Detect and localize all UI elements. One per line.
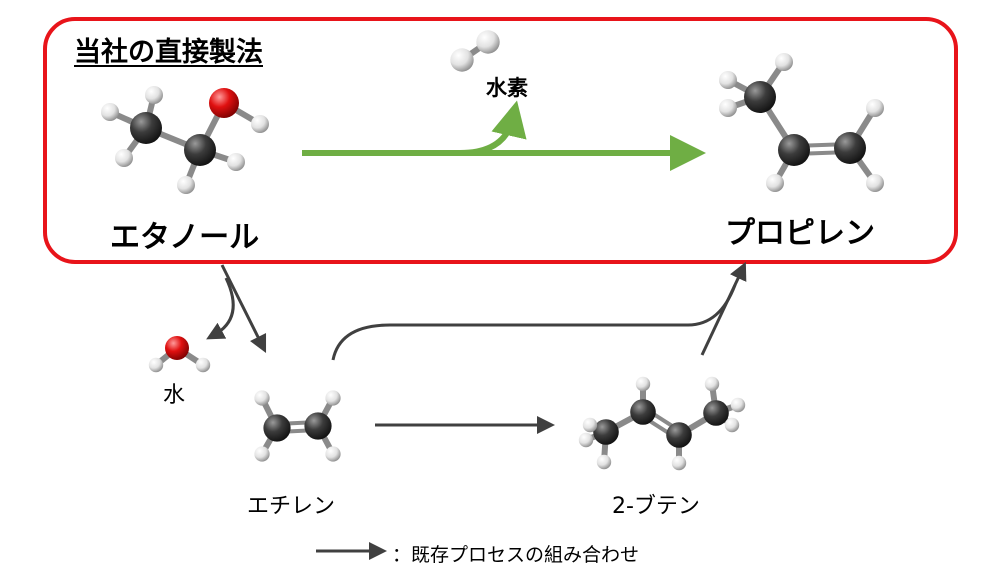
propylene-label: プロピレン [725, 216, 875, 251]
hydrogen-atom [145, 86, 163, 104]
hydrogen-atom [596, 454, 612, 470]
carbon-atom [184, 134, 216, 166]
legend-label: ：既存プロセスの組み合わせ [392, 544, 640, 566]
hydrogen-atom [227, 153, 245, 171]
arrow-to-water [206, 277, 235, 340]
carbon-atom [744, 81, 776, 113]
butene-molecule [578, 376, 746, 471]
hydrogen-atom [719, 99, 737, 117]
arrow-butene-to-propylene [700, 261, 747, 356]
ethylene-label: エチレン [247, 494, 336, 519]
direct-process-box [43, 17, 958, 264]
hydrogen-atom [766, 174, 784, 192]
hydrogen-atom [578, 432, 594, 448]
direct-process-arrow [302, 100, 706, 171]
hydrogen-atom [724, 417, 740, 433]
hydrogen-atom [254, 390, 270, 406]
hydrogen-atom [775, 53, 793, 71]
carbon-atom [593, 419, 619, 445]
ethanol-label: エタノール [110, 220, 260, 255]
hydrogen-atom [251, 115, 269, 133]
carbon-atom [263, 414, 291, 442]
hydrogen-atom [115, 149, 133, 167]
hydrogen-atom [177, 176, 195, 194]
hydrogen-atom [719, 71, 737, 89]
hydrogen-atom [325, 390, 341, 406]
arrow-ethanol-to-ethylene [220, 264, 267, 354]
water-label: 水 [163, 383, 186, 408]
ethanol-molecule [101, 86, 269, 194]
hydrogen-atom [476, 30, 500, 54]
hydrogen-molecule [450, 30, 500, 72]
carbon-atom [304, 412, 332, 440]
arrow-ethylene-to-propylene [331, 284, 737, 361]
hydrogen-atom [582, 417, 598, 433]
hydrogen-atom [866, 174, 884, 192]
carbon-atom [130, 112, 162, 144]
hydrogen-atom [730, 397, 746, 413]
carbon-atom [666, 422, 692, 448]
hydrogen-atom [450, 48, 474, 72]
hydrogen-atom [704, 376, 720, 392]
water-molecule [148, 336, 211, 373]
carbon-atom [630, 399, 656, 425]
oxygen-atom [165, 336, 189, 360]
butene-label: 2-ブテン [612, 494, 700, 519]
hydrogen-atom [254, 446, 270, 462]
ethylene-molecule [254, 390, 341, 462]
hydrogen-atom [671, 455, 687, 471]
propylene-molecule [719, 53, 884, 192]
existing-process-arrows [206, 261, 747, 560]
carbon-atom [834, 132, 866, 164]
hydrogen-atom [195, 357, 211, 373]
hydrogen-atom [635, 376, 651, 392]
oxygen-atom [209, 88, 239, 118]
hydrogen-atom [866, 99, 884, 117]
hydrogen-atom [325, 446, 341, 462]
carbon-atom [703, 400, 729, 426]
hydrogen-atom [148, 357, 164, 373]
hydrogen-atom [101, 103, 119, 121]
carbon-atom [778, 134, 810, 166]
page-title: 当社の直接製法 [74, 37, 263, 68]
hydrogen-label: 水素 [486, 76, 528, 100]
